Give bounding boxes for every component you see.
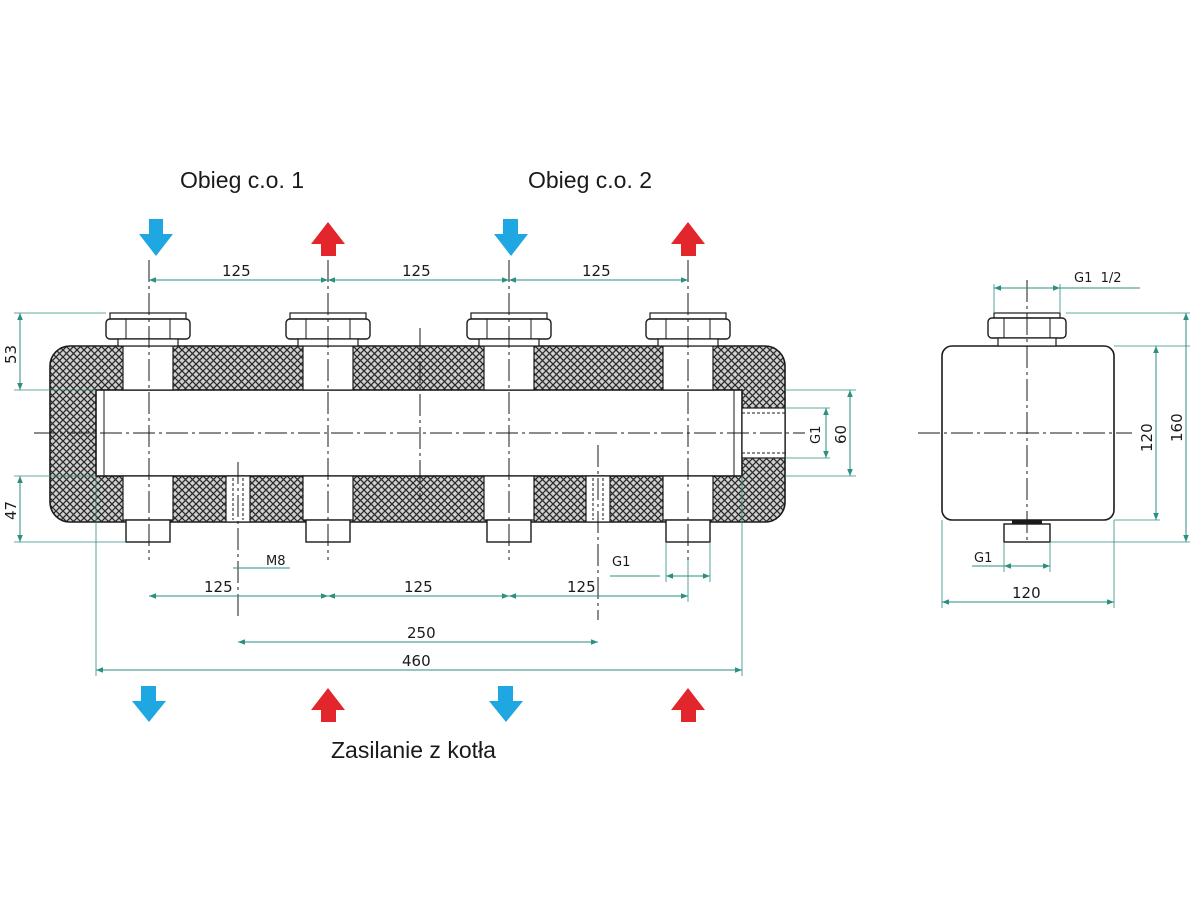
dim-bottom-125-a: 125 (204, 578, 233, 596)
dim-span-250: 250 (407, 624, 436, 642)
dim-top-125-c: 125 (582, 262, 611, 280)
dim-side-port-g1: G1 (809, 426, 824, 444)
arrow-down-blue-icon (489, 686, 523, 722)
dim-top-125-a: 125 (222, 262, 251, 280)
arrow-up-red-icon (671, 688, 705, 722)
dim-side-thread-bottom: G1 (974, 551, 992, 566)
dim-side-width-120: 120 (1012, 584, 1041, 602)
dim-side-height-160: 160 (1168, 413, 1186, 442)
dim-height-53: 53 (2, 345, 20, 364)
dim-top-125-b: 125 (402, 262, 431, 280)
circuit-1-label: Obieg c.o. 1 (180, 167, 304, 193)
arrow-down-blue-icon (494, 219, 528, 256)
dim-height-47: 47 (2, 501, 20, 520)
dim-thread-g1-bottom: G1 (612, 555, 630, 570)
arrow-down-blue-icon (132, 686, 166, 722)
circuit-2-label: Obieg c.o. 2 (528, 167, 652, 193)
dim-side-height-120: 120 (1138, 423, 1156, 452)
arrow-up-red-icon (311, 688, 345, 722)
dim-thread-m8: M8 (266, 554, 286, 569)
dim-span-460: 460 (402, 652, 431, 670)
boiler-supply-label: Zasilanie z kotła (331, 737, 496, 763)
dim-bottom-125-b: 125 (404, 578, 433, 596)
manifold-front-view (34, 260, 805, 620)
dim-bottom-125-c: 125 (567, 578, 596, 596)
union-nut-1 (105, 312, 191, 347)
side-dimensions: G1 1/2 120 160 G1 120 (941, 271, 1190, 608)
manifold-side-view (918, 280, 1132, 543)
front-dimensions: 125 125 125 53 47 M8 G1 125 125 125 250 (2, 262, 856, 676)
arrow-down-blue-icon (139, 219, 173, 256)
dim-side-port-60: 60 (832, 425, 850, 444)
dim-side-thread-top: G1 1/2 (1074, 271, 1122, 286)
arrow-up-red-icon (311, 222, 345, 256)
arrow-up-red-icon (671, 222, 705, 256)
